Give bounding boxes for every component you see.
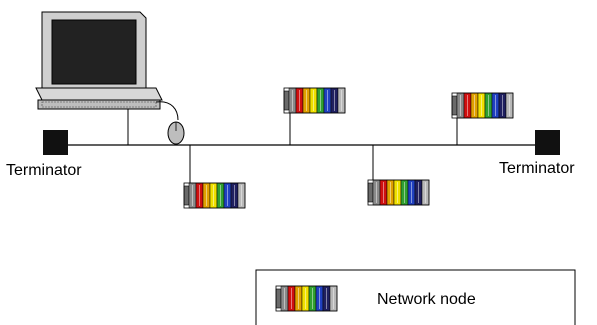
computer-icon [35, 11, 163, 145]
network-node-icon [183, 182, 246, 209]
network-node-icon [283, 87, 346, 114]
legend-label: Network node [377, 291, 476, 308]
legend-node-icon [275, 285, 338, 312]
terminator-left [43, 130, 68, 155]
legend [255, 269, 576, 325]
network-node-icon [367, 179, 430, 206]
terminator-right-label: Terminator [499, 160, 575, 177]
terminator-right [535, 130, 560, 155]
mouse-icon [155, 101, 185, 145]
terminator-left-label: Terminator [6, 162, 82, 179]
network-node-icon [451, 92, 514, 119]
